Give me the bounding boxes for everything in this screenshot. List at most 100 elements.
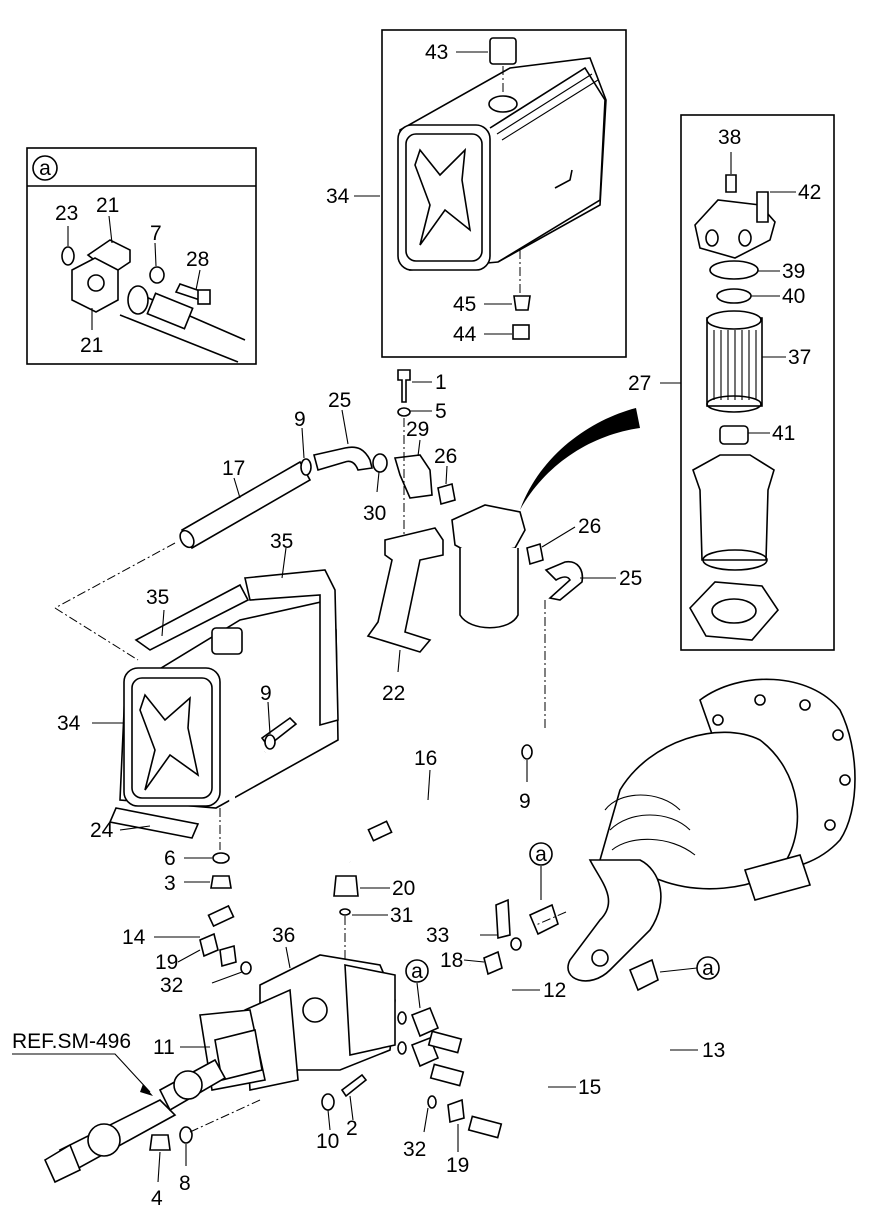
washer-10 — [321, 1093, 335, 1111]
fitting-33 — [495, 898, 511, 940]
spring-41 — [719, 425, 749, 445]
callout-labels: 1 5 25 29 9 17 26 30 26 25 35 35 34 9 22… — [12, 371, 725, 1210]
callout-4: 4 — [151, 1187, 163, 1210]
washer-6 — [212, 852, 230, 864]
tank-band-35-right — [244, 569, 339, 727]
callout-18: 18 — [440, 949, 463, 972]
callout-9-tank: 9 — [260, 682, 272, 705]
pipe-sleeve — [146, 292, 194, 330]
marker-a-1 — [529, 842, 553, 866]
callout-10: 10 — [316, 1130, 339, 1153]
callout-11: 11 — [153, 1036, 175, 1059]
bolt-42 — [756, 191, 769, 223]
filter-label-42: 42 — [798, 181, 821, 204]
callout-2: 2 — [346, 1117, 358, 1140]
nut-3 — [210, 875, 232, 889]
callout-14: 14 — [122, 926, 146, 949]
inset-a-panel: a 23 21 7 28 21 — [26, 147, 257, 365]
adapter-26-top — [437, 482, 456, 506]
callout-9-right: 9 — [519, 790, 531, 813]
callout-6: 6 — [164, 847, 176, 870]
split-flange-a-4 — [628, 958, 659, 992]
split-flange-a-3 — [528, 903, 559, 936]
marker-a-2 — [405, 959, 429, 983]
callout-3: 3 — [164, 872, 176, 895]
adapter-20 — [333, 875, 359, 897]
tank-x-stamping — [414, 147, 472, 246]
tank-label-34: 34 — [326, 185, 350, 208]
clamp-9-right — [521, 744, 533, 760]
callout-26-top: 26 — [434, 445, 457, 468]
callout-26-right: 26 — [578, 515, 601, 538]
plug-44 — [512, 324, 530, 340]
callout-12: 12 — [543, 979, 566, 1002]
filler-cap-43 — [489, 37, 517, 65]
valve-29 — [393, 454, 433, 499]
nut-4 — [149, 1134, 171, 1151]
callout-19-left: 19 — [155, 951, 178, 974]
elbow-tube-25-right — [544, 560, 584, 601]
filter-bracket-22 — [366, 527, 444, 653]
callout-31: 31 — [390, 904, 413, 927]
clamp-9-tank — [264, 734, 276, 750]
split-flange-a-1 — [410, 1006, 440, 1038]
detail-pointer-arrow — [520, 408, 640, 510]
callout-24: 24 — [90, 819, 114, 842]
callout-19-right: 19 — [446, 1154, 469, 1177]
rubber-strip-24 — [108, 807, 200, 839]
bolt-2 — [340, 1073, 368, 1098]
filter-label-41: 41 — [772, 422, 795, 445]
inset-a-label-7: 7 — [150, 222, 162, 245]
o-ring-40 — [716, 288, 752, 304]
callout-29: 29 — [406, 418, 429, 441]
washer-7 — [149, 266, 165, 284]
callout-32-right: 32 — [403, 1138, 426, 1161]
callout-1: 1 — [435, 371, 447, 394]
o-ring-32-right — [427, 1095, 437, 1109]
o-ring-39 — [709, 260, 759, 280]
callout-32-left: 32 — [160, 974, 183, 997]
inset-a-label-23: 23 — [55, 202, 78, 225]
adapter-30 — [372, 453, 388, 473]
bolt-1 — [397, 369, 411, 403]
adapter-18 — [483, 950, 503, 976]
adapter-26-right — [526, 542, 544, 566]
o-ring-23 — [61, 246, 75, 266]
filter-bowl — [692, 454, 775, 561]
inset-a-marker-label: a — [39, 157, 51, 180]
housing-mount-foot — [743, 854, 812, 901]
clamp-9-top — [300, 458, 312, 476]
bleed-screw-38 — [725, 174, 737, 193]
tank-band-35-left — [134, 583, 250, 651]
o-ring-32-left — [240, 961, 252, 975]
tank-end-face — [397, 124, 491, 271]
marker-a-3-label: a — [702, 957, 714, 980]
adapter-19-left — [199, 932, 219, 958]
callout-9-top: 9 — [294, 408, 306, 431]
pump-drive-adapter — [567, 859, 662, 982]
inset-a-marker-circle — [32, 155, 58, 181]
tank-inset-panel: 43 34 45 44 — [326, 29, 627, 358]
marker-a-2-label: a — [411, 960, 423, 983]
filter-label-39: 39 — [782, 260, 805, 283]
ref-sm-496: REF.SM-496 — [12, 1030, 131, 1053]
washer-5 — [397, 407, 411, 417]
callout-35-left: 35 — [146, 586, 169, 609]
adapter-19-right — [447, 1098, 465, 1124]
callout-15: 15 — [578, 1076, 601, 1099]
callout-25-top: 25 — [328, 389, 351, 412]
filter-mount-flange — [689, 581, 780, 641]
washer-8 — [179, 1126, 193, 1144]
callout-30: 30 — [363, 502, 386, 525]
transmission-housing — [567, 678, 856, 982]
callout-22: 22 — [382, 682, 405, 705]
callout-34: 34 — [57, 712, 81, 735]
callout-8: 8 — [179, 1172, 191, 1195]
drain-plug-45 — [513, 295, 531, 311]
split-flange-lower — [71, 257, 119, 313]
inset-a-label-28: 28 — [186, 248, 209, 271]
pump-valve-block — [344, 964, 396, 1056]
filter-inset-panel: 38 42 39 40 37 27 41 — [628, 114, 835, 651]
callout-16: 16 — [414, 747, 437, 770]
inset-a-label-21-bottom: 21 — [80, 334, 103, 357]
